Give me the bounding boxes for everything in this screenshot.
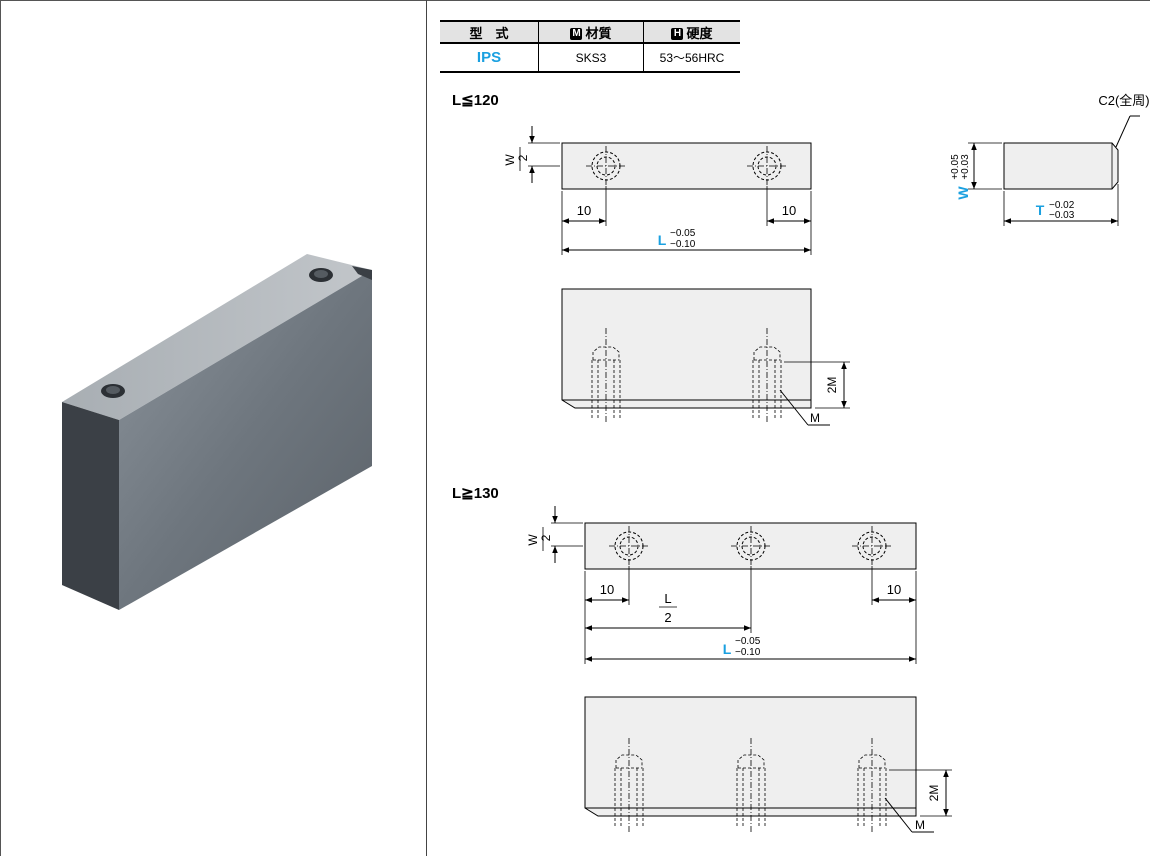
half-over-b: L: [664, 591, 671, 606]
w-over-a: W: [503, 154, 517, 166]
length-tol-lower-b: −0.10: [735, 647, 761, 658]
dimension-text-b: W 2 10 10 L 2 L −0.05 −0.10: [526, 527, 901, 658]
dim-left-b: 10: [600, 582, 614, 597]
w-under-b: 2: [539, 534, 553, 541]
front-view-a: [561, 288, 850, 426]
thread-label-b: M: [915, 818, 925, 832]
front-text-b: 2M M: [915, 785, 941, 832]
hardness-value: 53〜56HRC: [643, 43, 740, 73]
t-label: T: [1036, 202, 1045, 218]
w-under-a: 2: [516, 154, 530, 161]
dimension-text-a: W 2 10 10 L −0.05 −0.10: [503, 147, 796, 250]
material-icon: M: [570, 28, 583, 41]
height-label-a: 2M: [825, 377, 839, 394]
panel-divider: [426, 0, 427, 856]
material-value: SKS3: [538, 43, 644, 73]
top-view-b: [551, 506, 917, 664]
header-hardness-label: 硬度: [686, 25, 713, 41]
heading-l-le-120: L≦120: [452, 92, 499, 109]
product-image: [62, 254, 372, 610]
hardness-icon: H: [671, 28, 684, 41]
t-tol-lower: −0.03: [1049, 210, 1075, 221]
front-text-a: 2M M: [810, 377, 839, 425]
length-tol-lower-a: −0.10: [670, 239, 696, 250]
chamfer-label: C2(全周): [1098, 93, 1149, 108]
header-model: 型 式: [440, 20, 539, 44]
length-tol-upper-b: −0.05: [735, 636, 761, 647]
length-tol-upper-a: −0.05: [670, 228, 696, 239]
table-row: IPS SKS3 53〜56HRC: [440, 43, 740, 73]
header-material-label: 材質: [585, 25, 612, 41]
height-label-b: 2M: [927, 785, 941, 802]
t-tol-upper: −0.02: [1049, 200, 1075, 211]
dim-left-a: 10: [577, 203, 591, 218]
w-tol-upper: +0.05: [950, 154, 961, 180]
side-view: [968, 115, 1140, 226]
model-code: IPS: [440, 43, 539, 73]
length-label-b: L: [723, 641, 732, 657]
length-label-a: L: [658, 232, 667, 248]
side-view-text: C2(全周) W +0.05 +0.03 T −0.02 −0.03: [950, 93, 1150, 221]
dim-right-b: 10: [887, 582, 901, 597]
dim-right-a: 10: [782, 203, 796, 218]
top-view-a: [528, 126, 812, 255]
w-tol-lower: +0.03: [960, 154, 971, 180]
front-view-b: [584, 696, 952, 833]
w-over-b: W: [526, 534, 540, 546]
heading-l-ge-130: L≧130: [452, 485, 499, 502]
frame-top-border: [0, 0, 1150, 1]
half-under-b: 2: [664, 610, 671, 625]
w-label: W: [955, 186, 971, 200]
thread-label-a: M: [810, 411, 820, 425]
frame-left-border: [0, 0, 1, 856]
